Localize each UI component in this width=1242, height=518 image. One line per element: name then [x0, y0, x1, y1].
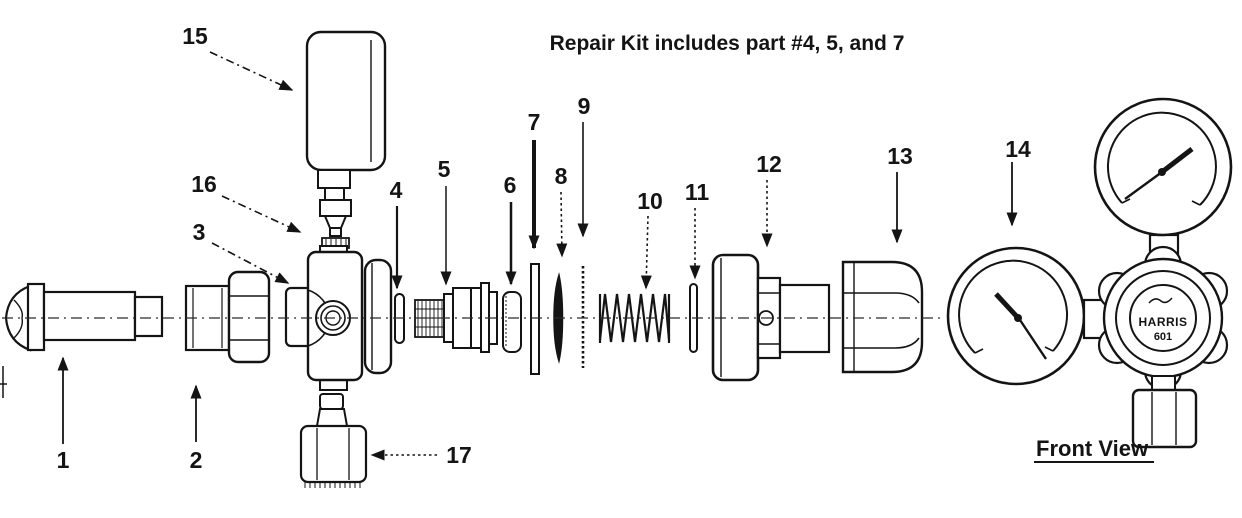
part-14-gauge [946, 246, 1086, 386]
arrow-10 [640, 215, 652, 290]
leader-arrows [57, 51, 1018, 461]
label-6: 6 [504, 172, 517, 198]
front-view-bottom-nut [1131, 388, 1198, 449]
arrow-3 [211, 242, 290, 284]
label-3: 3 [193, 219, 206, 245]
front-view-left-stem [1082, 298, 1108, 340]
label-1: 1 [57, 447, 70, 473]
front-view-assembly: HARRIS 601 Front View [1034, 97, 1233, 463]
label-2: 2 [190, 447, 203, 473]
front-view-knob: HARRIS 601 [1097, 245, 1229, 391]
label-13: 13 [887, 143, 913, 169]
part-2-inlet-nut [184, 270, 271, 364]
label-14: 14 [1005, 136, 1031, 162]
brand-label: HARRIS [1138, 315, 1187, 329]
front-view-top-gauge [1093, 97, 1233, 264]
label-12: 12 [756, 151, 782, 177]
label-11: 11 [685, 179, 710, 205]
label-9: 9 [578, 93, 591, 119]
part-15-gauge-body [305, 30, 387, 201]
label-7: 7 [528, 109, 541, 135]
front-view-caption: Front View [1036, 436, 1149, 461]
label-8: 8 [555, 163, 568, 189]
part-7-diaphragm-disc [530, 263, 540, 375]
arrow-16 [221, 195, 302, 233]
arrow-8 [556, 191, 568, 258]
label-10: 10 [637, 188, 663, 214]
label-17: 17 [446, 442, 472, 468]
label-15: 15 [182, 23, 208, 49]
part-number-labels: 1 2 3 4 5 6 7 8 9 10 11 12 13 14 15 16 1… [57, 23, 1031, 473]
stray-mark [0, 366, 7, 398]
label-5: 5 [438, 156, 451, 182]
part-13-adjusting-cap [841, 260, 924, 374]
part-6-seat-retainer [502, 291, 522, 353]
diagram-title: Repair Kit includes part #4, 5, and 7 [550, 32, 905, 55]
part-16-fitting-washer [319, 199, 352, 249]
part-12-bonnet [711, 253, 831, 382]
part-17-outlet-fitting [299, 393, 368, 488]
model-label: 601 [1154, 331, 1172, 343]
label-4: 4 [390, 177, 403, 203]
arrow-15 [209, 51, 294, 91]
part-1-inlet-nipple [4, 282, 164, 352]
label-scribble [1148, 297, 1173, 304]
label-16: 16 [191, 171, 217, 197]
